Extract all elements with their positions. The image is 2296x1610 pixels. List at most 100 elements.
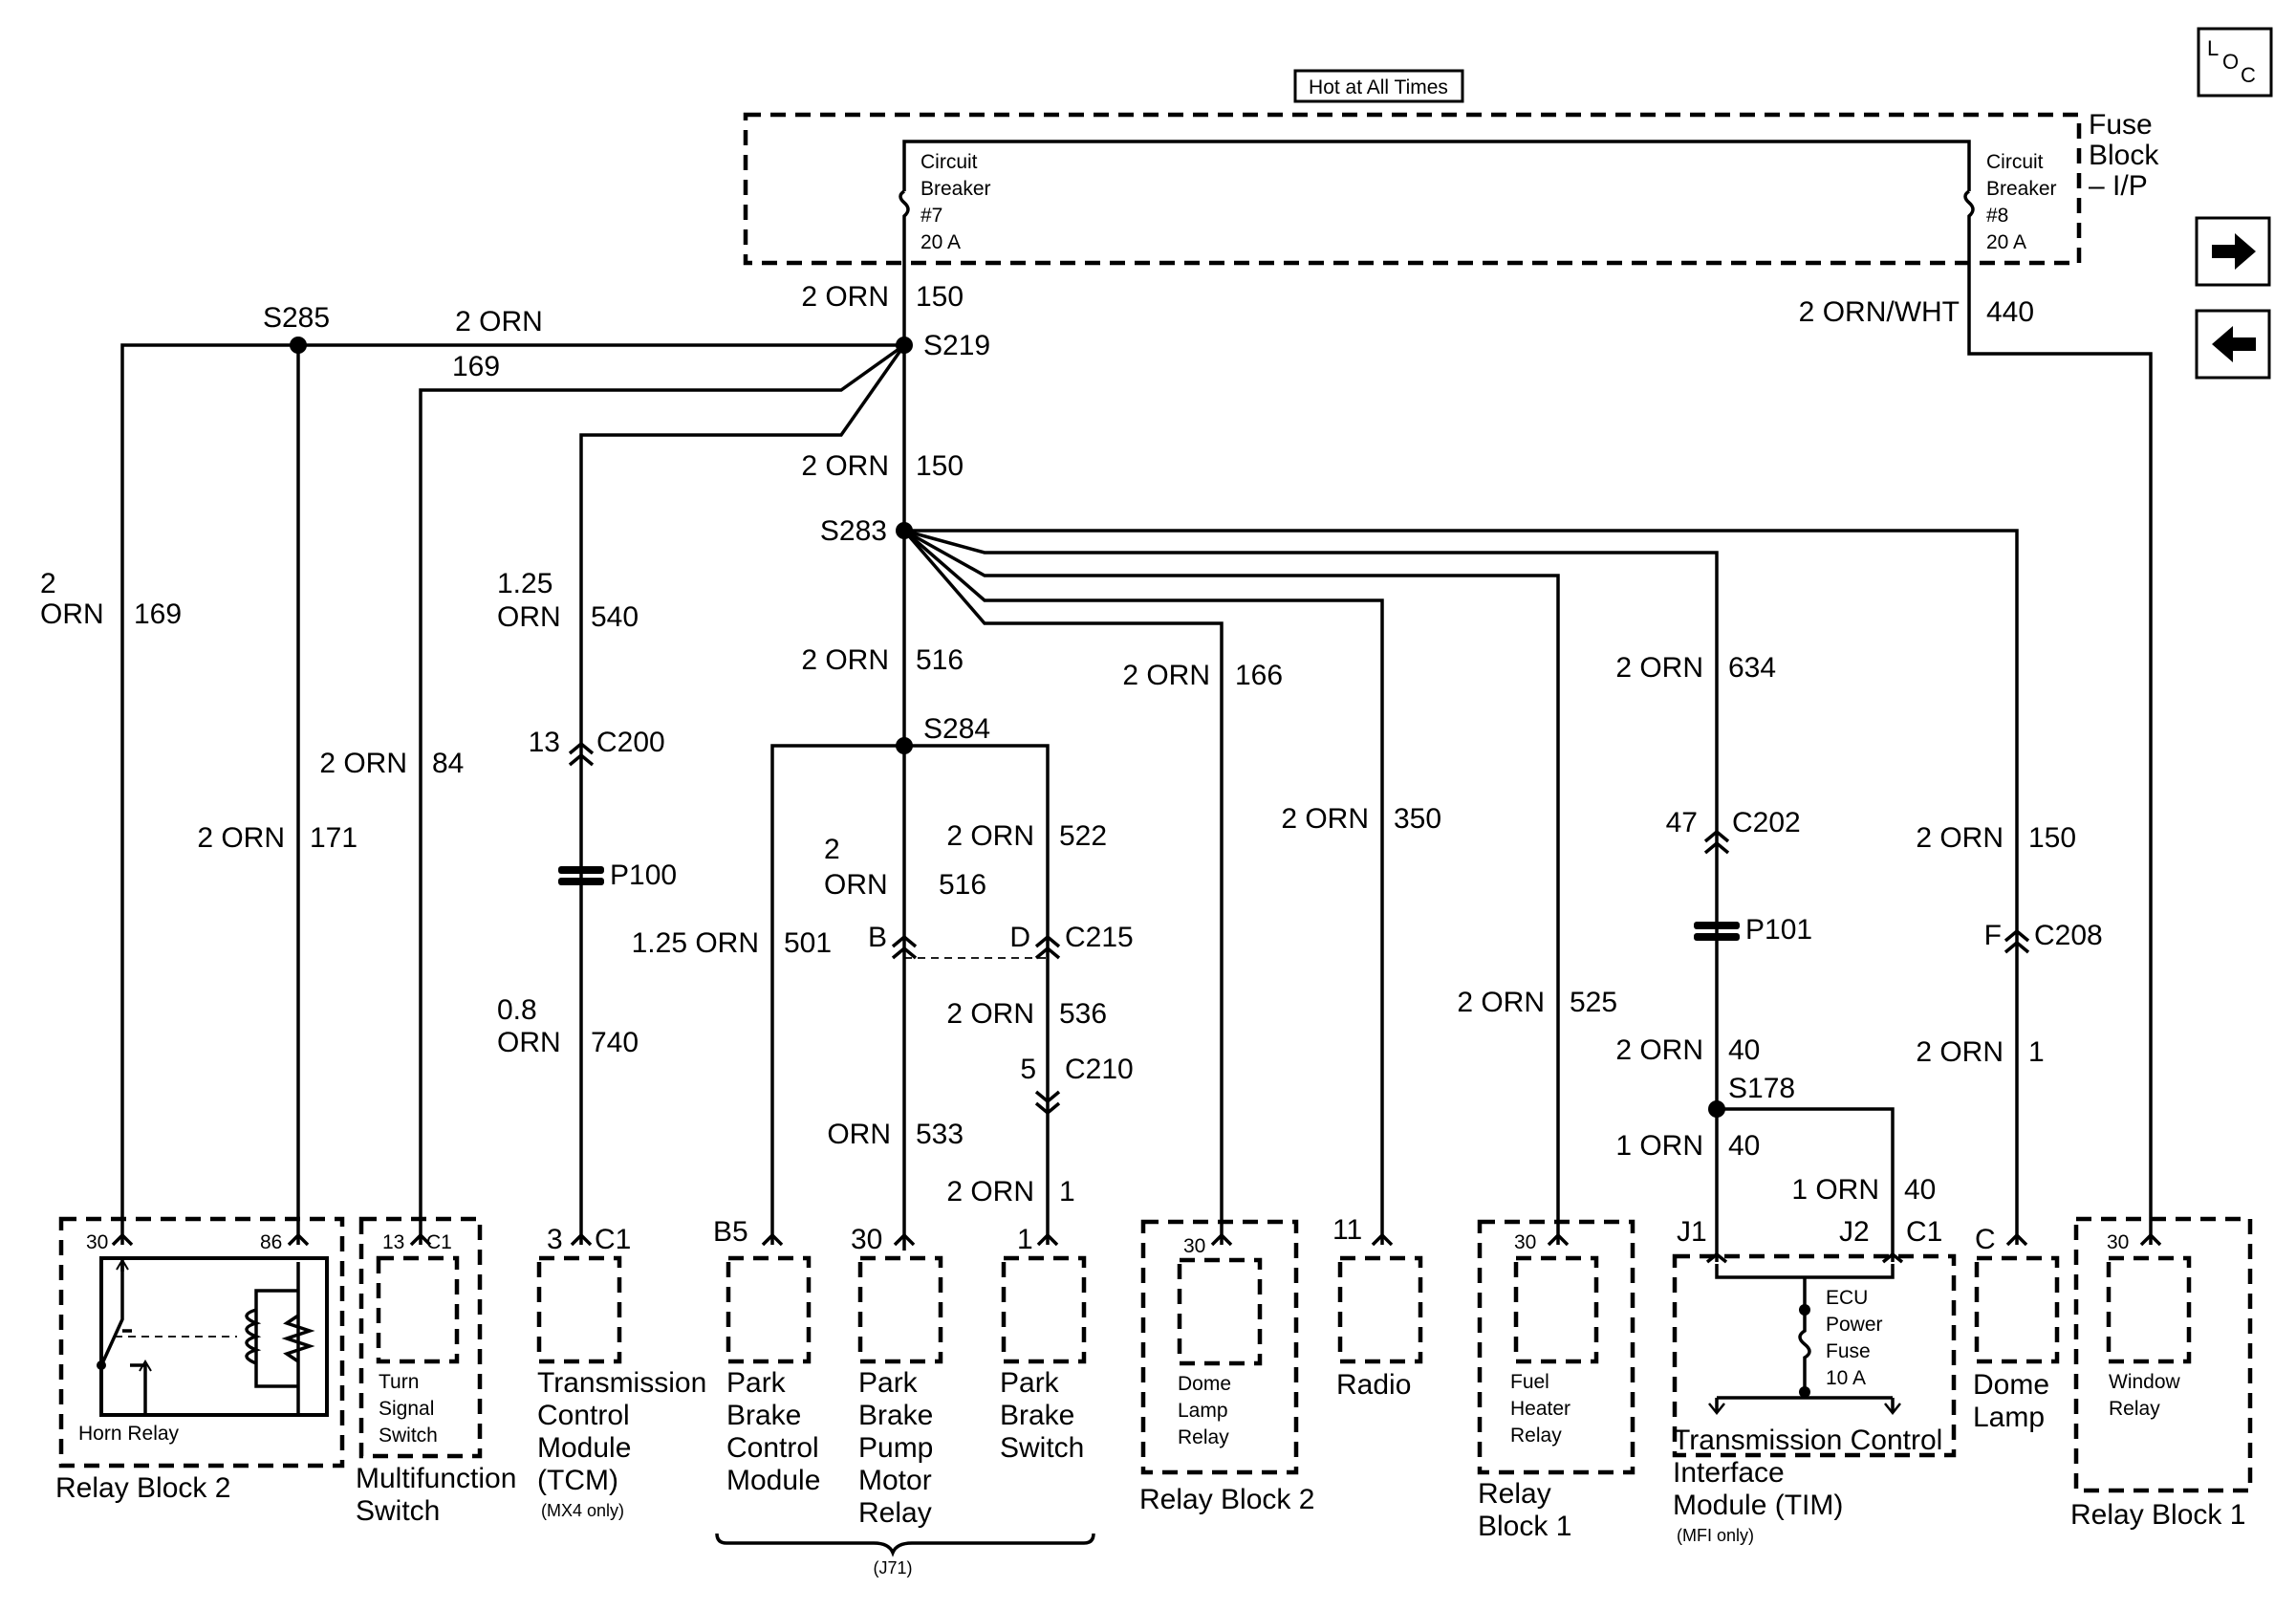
wire-40c-number: 40 [1904,1174,1936,1206]
turn-signal-pin-13: 13 [382,1231,404,1253]
wire-84-label: 2 ORN [319,748,407,779]
j71-label: (J71) [873,1558,912,1577]
cb8-line2: Breaker [1986,178,2057,200]
wire-1-brake-label: 2 ORN [946,1176,1034,1208]
tcm-label-3: Module [537,1432,631,1464]
splice-s178-label: S178 [1728,1073,1795,1104]
wire-150-mid-number: 150 [916,450,964,482]
park-brake-switch-pin-1: 1 [1017,1224,1033,1255]
pass-through-p100-icon [558,866,604,885]
hot-label-box [1293,69,1464,103]
dome-lamp-label-2: Lamp [1973,1402,2045,1433]
park-brake-switch-label-2: Brake [1000,1400,1074,1431]
connector-c215-icon [891,934,1061,960]
wire-40a-number: 40 [1728,1034,1760,1066]
relay-block-1-right-label: Relay Block 1 [2070,1499,2245,1531]
park-brake-pump-label-2: Brake [858,1400,933,1431]
loc-icon[interactable]: L O C [2197,27,2273,98]
connector-c210-icon [1034,1090,1061,1116]
splice-s283-label: S283 [820,515,887,547]
relay-block-1-mid-label-1: Relay [1478,1478,1551,1510]
wire-166-number: 166 [1235,660,1283,691]
tim-label-3: Module (TIM) [1673,1490,1843,1521]
wire-171-label: 2 ORN [197,822,285,854]
pass-through-p101-icon [1694,922,1740,941]
wire-171-number: 171 [310,822,357,854]
horn-relay-label: Horn Relay [78,1423,180,1445]
wire-516-top-label: 2 ORN [801,644,889,676]
pin-terminals [111,1232,2162,1247]
multifunction-label-1: Multifunction [356,1463,516,1494]
horn-relay-pin-30: 30 [86,1231,108,1253]
park-brake-pump-label-3: Pump [858,1432,933,1464]
c210-label: C210 [1065,1054,1134,1085]
window-relay-label-2: Relay [2109,1398,2160,1420]
fuse-block-label-3: – I/P [2089,170,2148,202]
wire-516-number: 516 [939,869,986,901]
wire-501-number: 501 [784,927,832,959]
park-brake-pump-label-4: Motor [858,1465,932,1496]
cb7-line3: #7 [921,205,942,227]
dome-lamp-box [1974,1255,2060,1364]
tcm-label-2: Control [537,1400,630,1431]
wire-740-color: ORN [497,1027,561,1058]
cb7-line4: 20 A [921,231,961,253]
park-brake-switch-box [1001,1255,1087,1364]
cb8-line3: #8 [1986,205,2008,227]
c215-pin-b: B [868,922,887,953]
wire-84-number: 84 [432,748,464,779]
tcm-note: (MX4 only) [541,1501,624,1520]
dome-lamp-relay-box [1177,1257,1263,1366]
wire-40b-number: 40 [1728,1130,1760,1162]
tim-outline [1672,1253,1957,1458]
tim-pin-j1: J1 [1677,1216,1707,1248]
park-brake-control-label-1: Park [726,1367,787,1399]
c208-pin: F [1984,920,2002,951]
tim-pin-j2: J2 [1839,1216,1870,1248]
park-brake-control-box [726,1255,812,1364]
dome-lamp-relay-label-2: Lamp [1178,1400,1228,1422]
c200-label: C200 [596,727,665,758]
relay-block-1-mid-label-2: Block 1 [1478,1511,1571,1542]
p100-label: P100 [610,859,677,891]
fuel-heater-relay-box [1513,1255,1599,1364]
connector-c200-icon [568,741,595,767]
wire-1-right-number: 1 [2028,1036,2045,1068]
horn-relay-body [99,1256,329,1417]
park-brake-pump-box [857,1255,943,1364]
tim-pin-c1: C1 [1906,1216,1942,1248]
park-brake-switch-label-3: Switch [1000,1432,1084,1464]
park-brake-pump-label-1: Park [858,1367,919,1399]
fuse-block-outline [743,112,2082,266]
wire-516-top-number: 516 [916,644,964,676]
wire-516-color: ORN [824,869,888,901]
window-relay-pin-30: 30 [2107,1231,2129,1253]
wire-516-gauge: 2 [824,834,840,865]
j71-brace [715,1533,1095,1557]
ecu-fuse-label-3: Fuse [1826,1340,1871,1362]
right-arrow-icon[interactable] [2195,216,2271,287]
wire-740-gauge: 0.8 [497,994,537,1026]
dome-lamp-relay-label-3: Relay [1178,1426,1229,1448]
relay-block-1-mid-outline [1477,1219,1635,1475]
wire-501-label: 1.25 ORN [632,927,759,959]
window-relay-box [2106,1255,2192,1364]
left-arrow-icon[interactable] [2195,309,2271,380]
c202-label: C202 [1732,807,1801,838]
turn-signal-label-2: Signal [379,1398,434,1420]
tcm-box [536,1255,622,1364]
svg-text:C: C [2241,63,2256,87]
wire-1-brake-number: 1 [1059,1176,1075,1208]
wire-150-right-number: 150 [2028,822,2076,854]
tcm-label-4: (TCM) [537,1465,618,1496]
tcm-pin-c1: C1 [595,1224,631,1255]
wire-350-label: 2 ORN [1281,803,1369,835]
ecu-power-fuse-icon [1705,1251,1904,1416]
fuse-block-label-1: Fuse [2089,109,2153,141]
tim-note: (MFI only) [1677,1526,1754,1545]
wire-634-label: 2 ORN [1615,652,1703,684]
c208-label: C208 [2034,920,2103,951]
wire-522-number: 522 [1059,820,1107,852]
wire-540-gauge: 1.25 [497,568,552,599]
svg-text:L: L [2207,36,2219,60]
